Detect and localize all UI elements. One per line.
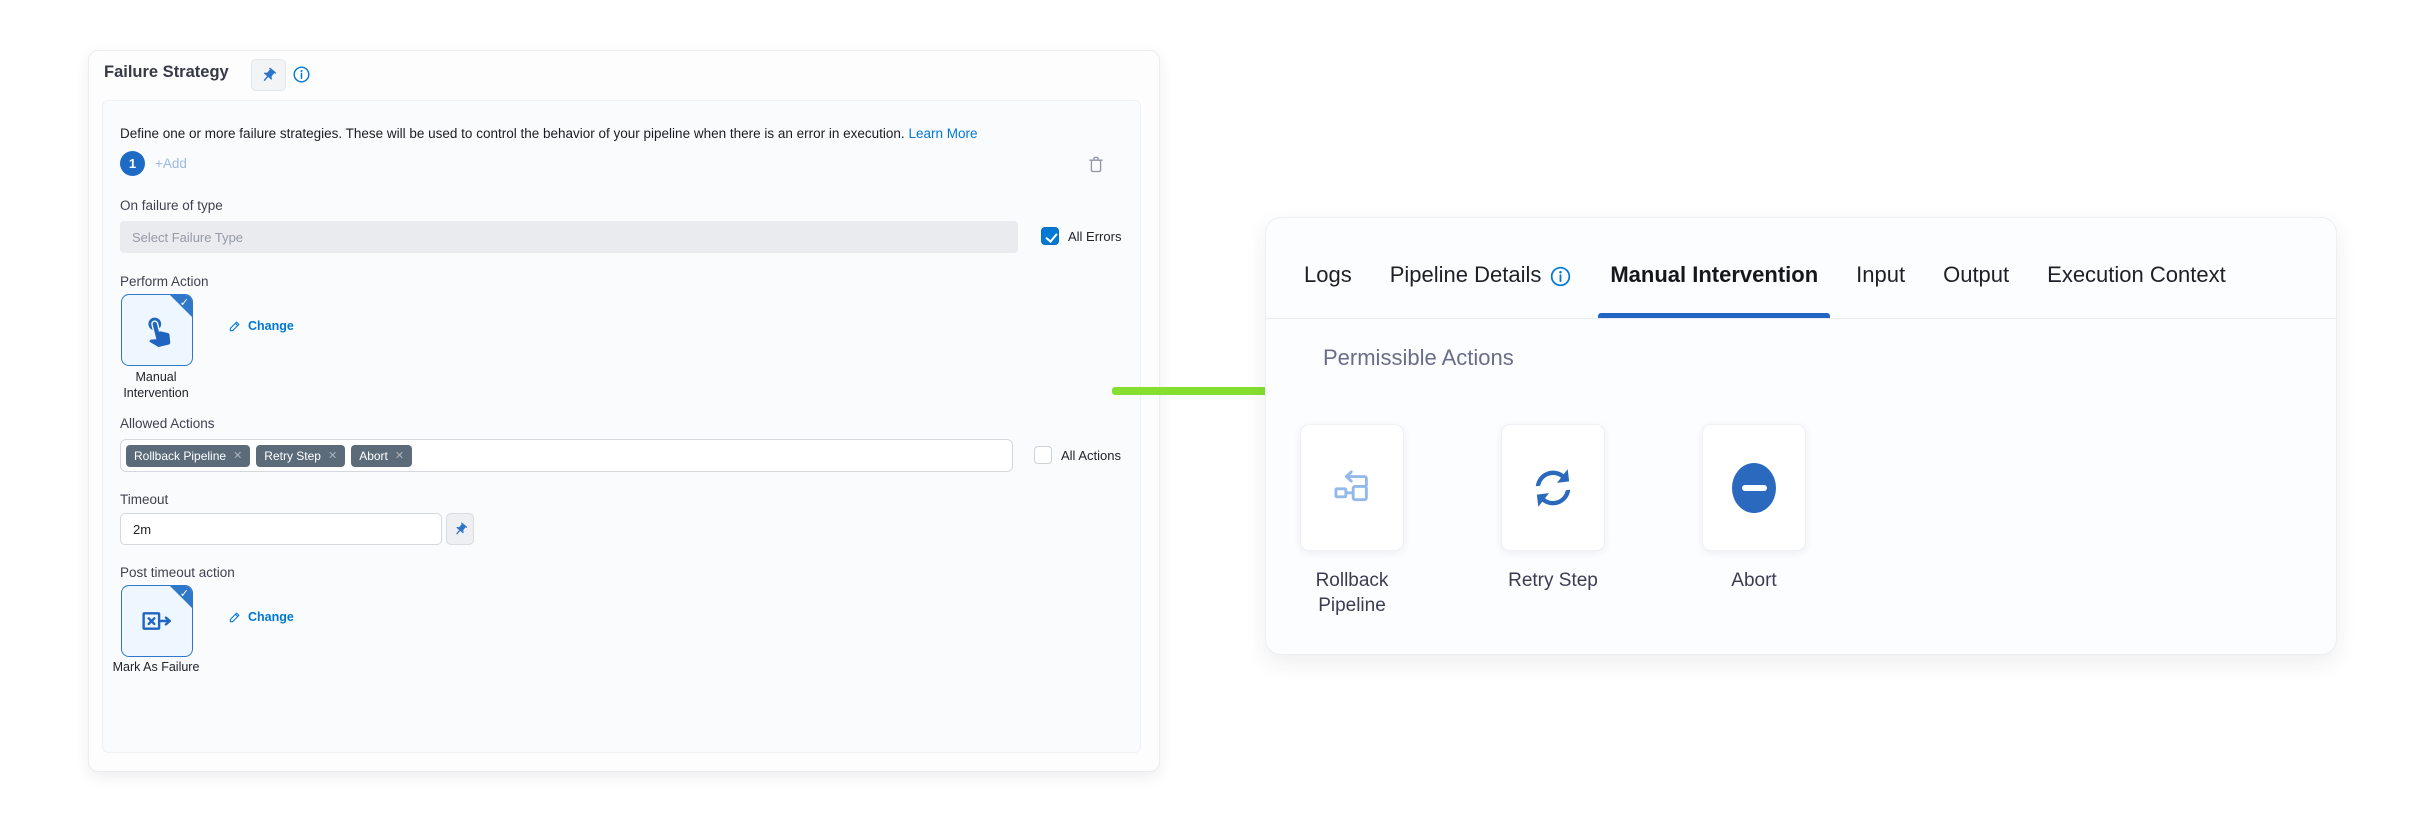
retry-step-button[interactable]: [1501, 424, 1605, 551]
failure-strategy-card: Failure Strategy Define one or more fail…: [88, 50, 1160, 772]
manual-intervention-card[interactable]: ✓: [121, 294, 193, 366]
timeout-input[interactable]: [120, 513, 442, 545]
change-perform-action-link[interactable]: Change: [228, 319, 294, 333]
add-strategy-button[interactable]: +Add: [155, 156, 187, 171]
tab-pipeline-details[interactable]: Pipeline Details: [1378, 218, 1585, 318]
tag-label: Rollback Pipeline: [134, 448, 227, 463]
info-icon: [1549, 265, 1572, 288]
tab-label: Pipeline Details: [1389, 262, 1542, 287]
tab-manual-intervention[interactable]: Manual Intervention: [1598, 218, 1830, 318]
rollback-pipeline-icon: [1329, 465, 1375, 511]
timeout-label: Timeout: [120, 492, 169, 507]
all-errors-label: All Errors: [1068, 228, 1122, 244]
pencil-icon: [228, 610, 242, 624]
perform-action-label: Perform Action: [120, 274, 209, 289]
description-text: Define one or more failure strategies. T…: [120, 126, 905, 141]
timeout-group: [120, 513, 474, 545]
tag-retry-step: Retry Step ✕: [256, 444, 346, 467]
close-icon[interactable]: ✕: [394, 449, 405, 462]
all-errors-checkbox[interactable]: [1041, 227, 1059, 245]
tab-logs[interactable]: Logs: [1292, 218, 1364, 318]
action-label: Rollback Pipeline: [1315, 570, 1389, 616]
close-icon[interactable]: ✕: [327, 449, 338, 462]
tab-label: Manual Intervention: [1610, 262, 1819, 287]
permissible-actions-row: Rollback Pipeline Retry Step: [1300, 424, 1806, 618]
tab-input[interactable]: Input: [1844, 218, 1917, 318]
change-post-timeout-link[interactable]: Change: [228, 610, 294, 624]
pin-icon: [260, 67, 277, 84]
on-failure-label: On failure of type: [120, 198, 223, 213]
timeout-pin-button[interactable]: [446, 513, 474, 545]
strategy-description: Define one or more failure strategies. T…: [120, 125, 1080, 142]
all-errors-row: All Errors: [1041, 227, 1121, 245]
action-retry-step: Retry Step: [1501, 424, 1605, 618]
mark-as-failure-icon: [138, 604, 176, 638]
action-abort: Abort: [1702, 424, 1806, 618]
action-label: Abort: [1731, 570, 1777, 591]
post-timeout-name: Mark As Failure: [112, 660, 200, 674]
page-title: Failure Strategy: [104, 63, 229, 81]
tag-label: Retry Step: [264, 448, 321, 463]
action-label: Retry Step: [1508, 570, 1598, 591]
all-actions-checkbox[interactable]: [1034, 446, 1052, 464]
pencil-icon: [228, 319, 242, 333]
post-timeout-label: Post timeout action: [120, 565, 235, 580]
mark-as-failure-card[interactable]: ✓: [121, 585, 193, 657]
tab-label: Output: [1943, 262, 2010, 287]
retry-icon: [1527, 462, 1579, 514]
tab-bar: Logs Pipeline Details Manual Interventio…: [1266, 218, 2336, 319]
perform-action-name: Manual Intervention: [123, 370, 189, 400]
abort-icon: [1732, 462, 1776, 513]
permissible-actions-title: Permissible Actions: [1323, 345, 1514, 370]
learn-more-link[interactable]: Learn More: [908, 126, 978, 141]
info-icon[interactable]: [292, 65, 311, 84]
tab-execution-context[interactable]: Execution Context: [2035, 218, 2238, 318]
tab-output[interactable]: Output: [1931, 218, 2021, 318]
check-icon: ✓: [179, 588, 189, 600]
tag-rollback-pipeline: Rollback Pipeline ✕: [126, 444, 251, 467]
allowed-actions-label: Allowed Actions: [120, 416, 215, 431]
tab-label: Logs: [1304, 262, 1352, 287]
tag-label: Abort: [359, 448, 388, 463]
tab-label: Execution Context: [2047, 262, 2226, 287]
failure-strategy-panel: Define one or more failure strategies. T…: [102, 100, 1141, 753]
hand-pointer-icon: [140, 313, 174, 347]
all-actions-label: All Actions: [1061, 447, 1121, 463]
action-rollback-pipeline: Rollback Pipeline: [1300, 424, 1404, 618]
selected-corner: [169, 295, 192, 318]
trash-icon[interactable]: [1085, 153, 1107, 175]
step-details-panel: Logs Pipeline Details Manual Interventio…: [1265, 217, 2337, 655]
annotation-arrow-line: [1112, 387, 1302, 395]
close-icon[interactable]: ✕: [233, 449, 243, 462]
abort-button[interactable]: [1702, 424, 1806, 551]
all-actions-row: All Actions: [1034, 446, 1121, 464]
strategy-index-badge[interactable]: 1: [120, 151, 145, 176]
tag-abort: Abort ✕: [351, 444, 413, 467]
check-icon: ✓: [179, 297, 189, 309]
pin-button[interactable]: [251, 59, 286, 91]
change-label: Change: [248, 610, 294, 624]
rollback-pipeline-button[interactable]: [1300, 424, 1404, 551]
allowed-actions-input[interactable]: Rollback Pipeline ✕ Retry Step ✕ Abort ✕: [120, 439, 1013, 472]
selected-corner: [169, 586, 192, 609]
failure-type-select[interactable]: [120, 221, 1018, 253]
tab-label: Input: [1856, 262, 1906, 287]
change-label: Change: [248, 319, 294, 333]
pin-icon: [453, 522, 468, 537]
